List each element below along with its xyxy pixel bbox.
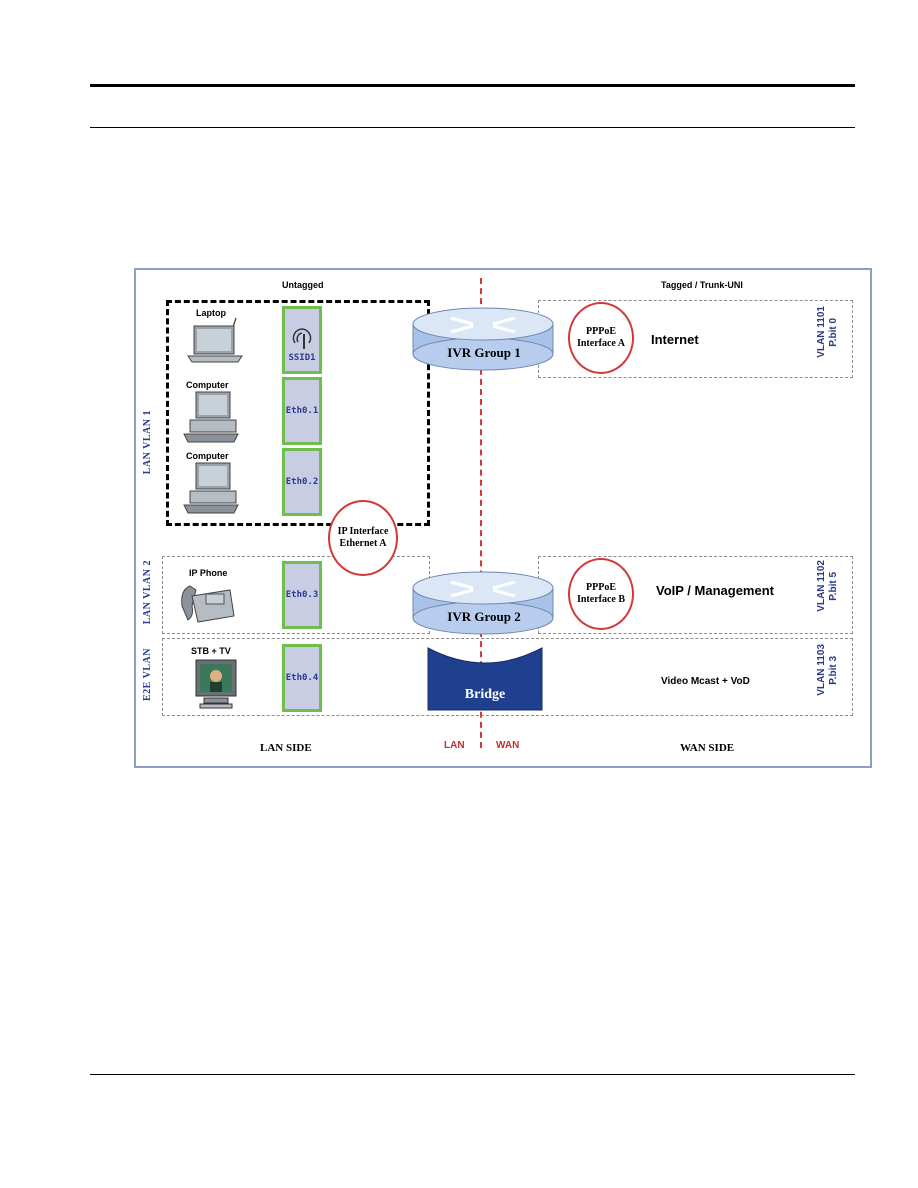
- eth01-label: Eth0.1: [285, 406, 319, 416]
- wan-side-label: WAN SIDE: [680, 742, 735, 754]
- eth03-port: Eth0.3: [282, 561, 322, 629]
- vlan1103-label: VLAN 1103 P.bit 3: [816, 644, 840, 696]
- lan-vlan2-label: LAN VLAN 2: [142, 560, 153, 625]
- ssid1-port: SSID1: [282, 306, 322, 374]
- ip-interface-circle: IP Interface Ethernet A: [328, 500, 398, 576]
- lan-vlan1-label: LAN VLAN 1: [142, 410, 153, 475]
- computer1-label: Computer: [186, 380, 229, 390]
- lan-vlan1-group: [166, 300, 430, 526]
- top-rule-thick: [90, 84, 855, 87]
- vlan1102-line2: P.bit 5: [828, 571, 839, 601]
- ip-interface-line1: IP Interface: [337, 526, 389, 537]
- computer1-icon: [183, 391, 239, 443]
- top-rule-thin: [90, 127, 855, 128]
- vlan1102-label: VLAN 1102 P.bit 5: [816, 560, 840, 612]
- eth04-port: Eth0.4: [282, 644, 322, 712]
- e2e-vlan-box: [162, 638, 853, 716]
- voip-service-label: VoIP / Management: [656, 583, 774, 598]
- laptop-label: Laptop: [196, 308, 226, 318]
- ivr-group2-router-icon: [412, 571, 554, 635]
- ip-phone-label: IP Phone: [189, 568, 228, 578]
- ivr-group1-label: IVR Group 1: [447, 345, 521, 360]
- eth02-label: Eth0.2: [285, 477, 319, 487]
- ip-interface-line2: Ethernet A: [339, 538, 387, 549]
- pppoe-a-line1: PPPoE: [586, 326, 616, 337]
- eth01-port: Eth0.1: [282, 377, 322, 445]
- pppoe-a-line2: Interface A: [576, 338, 626, 349]
- ivr-group1-router-icon: [412, 307, 554, 371]
- computer2-icon: [183, 462, 239, 514]
- stb-tv-label: STB + TV: [191, 646, 231, 656]
- lan-side-label: LAN SIDE: [260, 742, 312, 754]
- pppoe-interface-b-circle: PPPoE Interface B: [568, 558, 634, 630]
- lan-wan-divider: [480, 278, 482, 748]
- lan-label: LAN: [444, 740, 465, 751]
- vlan1103-line2: P.bit 3: [828, 655, 839, 685]
- network-diagram: Untagged Tagged / Trunk-UNI LAN VLAN 1 L…: [134, 268, 872, 768]
- bridge-label: Bridge: [464, 687, 506, 702]
- video-service-label: Video Mcast + VoD: [661, 676, 750, 687]
- ssid1-label: SSID1: [288, 353, 316, 363]
- e2e-vlan-label: E2E VLAN: [142, 648, 153, 701]
- bottom-rule: [90, 1074, 855, 1075]
- eth02-port: Eth0.2: [282, 448, 322, 516]
- pppoe-b-line1: PPPoE: [586, 582, 616, 593]
- vlan1101-line1: VLAN 1101: [816, 306, 827, 358]
- pppoe-interface-a-circle: PPPoE Interface A: [568, 302, 634, 374]
- vlan1102-line1: VLAN 1102: [816, 560, 827, 612]
- untagged-header: Untagged: [282, 280, 324, 290]
- ip-phone-icon: [181, 585, 235, 623]
- eth03-label: Eth0.3: [285, 590, 319, 600]
- wifi-icon: [292, 328, 312, 349]
- computer2-label: Computer: [186, 451, 229, 461]
- laptop-icon: [187, 317, 243, 363]
- vlan1103-line1: VLAN 1103: [816, 644, 827, 696]
- vlan1101-label: VLAN 1101 P.bit 0: [816, 306, 840, 358]
- ivr-group2-label: IVR Group 2: [447, 609, 521, 624]
- pppoe-b-line2: Interface B: [576, 594, 626, 605]
- bridge-icon: [427, 647, 543, 711]
- wan-label: WAN: [496, 740, 520, 751]
- vlan1101-line2: P.bit 0: [828, 317, 839, 347]
- internet-service-label: Internet: [651, 332, 699, 347]
- tagged-header: Tagged / Trunk-UNI: [661, 280, 743, 290]
- eth04-label: Eth0.4: [285, 673, 319, 683]
- tv-icon: [195, 659, 237, 709]
